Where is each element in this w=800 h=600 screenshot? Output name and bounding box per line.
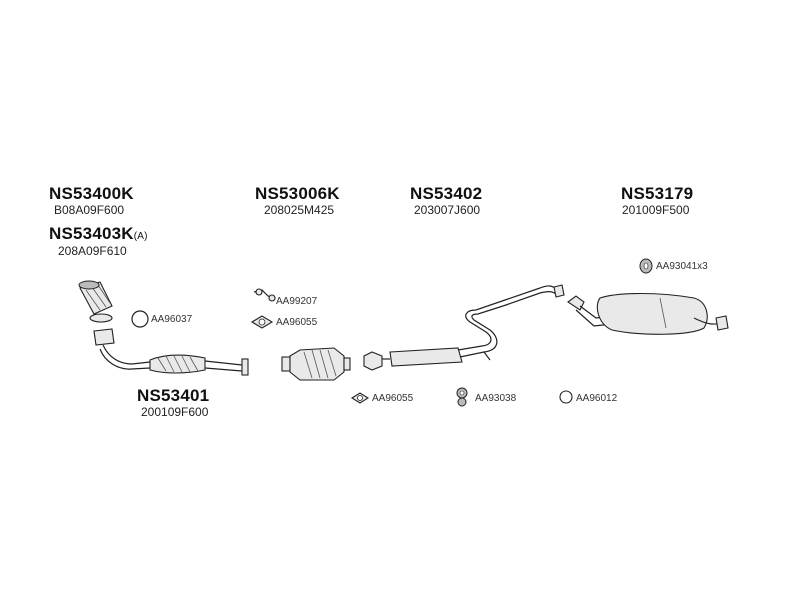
part-code-rear-silencer: NS53179 <box>621 184 694 203</box>
accessory-label-ring-seal: AA96012 <box>576 393 618 404</box>
accessory-label-gasket-lower: AA96055 <box>372 393 414 404</box>
part-code-front-pipe: NS53401 <box>137 386 210 405</box>
catalytic-converter[interactable] <box>281 347 351 381</box>
ring-gasket[interactable] <box>131 310 149 328</box>
part-code-front-cat-alt-text: NS53403K <box>49 224 134 243</box>
gasket-lower[interactable] <box>350 392 370 404</box>
front-catalytic-converter[interactable] <box>78 280 113 323</box>
rubber-mount[interactable] <box>456 387 468 407</box>
hanger-mount[interactable] <box>639 258 653 274</box>
part-code-catalytic: NS53006K <box>255 184 340 203</box>
accessory-label-bracket: AA99207 <box>276 296 318 307</box>
gasket-upper[interactable] <box>250 315 274 329</box>
part-code-center-muffler: NS53402 <box>410 184 483 203</box>
part-ref-center-muffler: 203007J600 <box>414 203 481 217</box>
ring-seal[interactable] <box>559 390 573 404</box>
bracket-clip[interactable] <box>253 288 276 302</box>
part-code-suffix: (A) <box>133 231 148 242</box>
center-muffler[interactable] <box>363 284 565 371</box>
accessory-label-hanger-mount: AA93041x3 <box>656 261 708 272</box>
part-ref-front-cat: B08A09F600 <box>54 203 125 217</box>
part-code-front-cat-alt: NS53403K(A) <box>49 224 148 244</box>
accessory-label-rubber-mount: AA93038 <box>475 393 517 404</box>
part-ref-front-pipe: 200109F600 <box>141 405 209 419</box>
part-ref-catalytic: 208025M425 <box>264 203 335 217</box>
accessory-label-ring-gasket: AA96037 <box>151 314 193 325</box>
front-pipe[interactable] <box>93 328 249 376</box>
part-ref-front-cat-alt: 208A09F610 <box>58 244 127 258</box>
accessory-label-gasket-upper: AA96055 <box>276 317 318 328</box>
rear-silencer[interactable] <box>567 292 729 335</box>
part-code-front-cat: NS53400K <box>49 184 134 203</box>
part-ref-rear-silencer: 201009F500 <box>622 203 690 217</box>
